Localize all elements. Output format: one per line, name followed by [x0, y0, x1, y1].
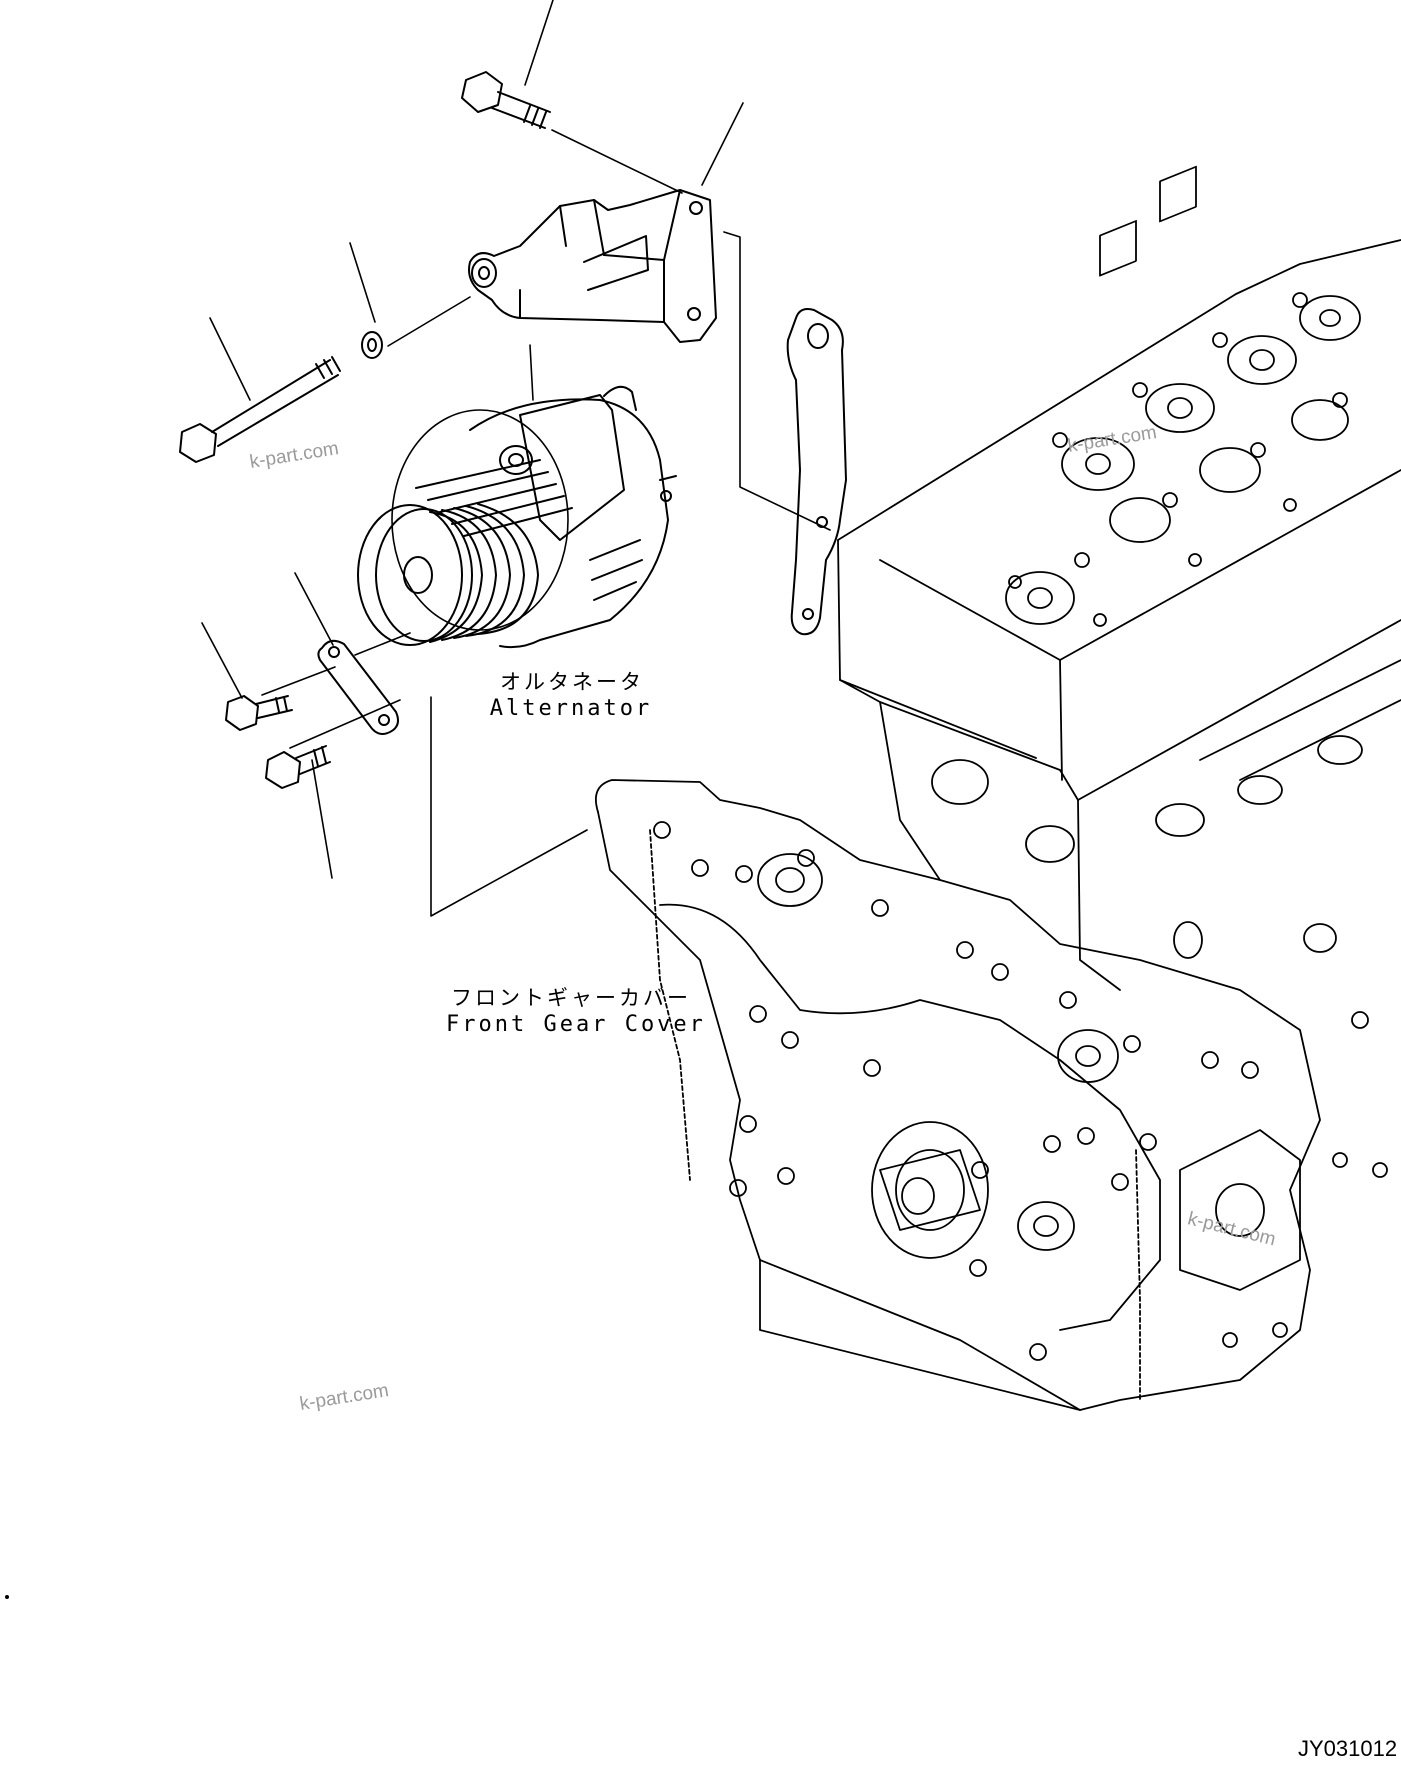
mounting-strap — [786, 308, 847, 636]
alternator-bracket — [468, 189, 717, 343]
washer — [361, 331, 383, 359]
bolt-long — [179, 356, 341, 463]
front-gear-cover — [594, 779, 1388, 1411]
leader-lines — [201, 0, 831, 917]
alternator-label-ja: オルタネータ — [500, 670, 644, 694]
link-plate — [317, 639, 399, 735]
bolt-small-2 — [265, 745, 331, 789]
bolt-small-1 — [225, 695, 293, 731]
alternator — [357, 385, 677, 649]
figure-code: JY031012 — [1298, 1736, 1398, 1761]
engine-block — [837, 165, 1401, 991]
gear-cover-label-en: Front Gear Cover — [446, 1012, 706, 1037]
alternator-label-en: Alternator — [489, 696, 653, 721]
corner-mark — [5, 1595, 9, 1599]
bolt-top — [461, 71, 551, 129]
gear-cover-label-ja: フロントギャーカバー — [451, 986, 691, 1010]
